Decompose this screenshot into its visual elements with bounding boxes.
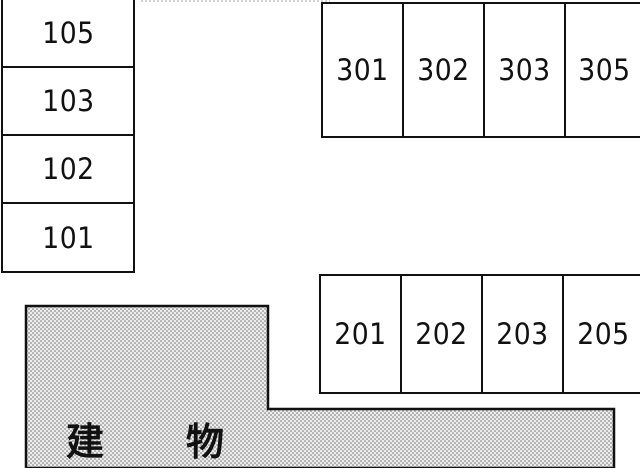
stall-number: 301	[336, 53, 389, 87]
parking-stall: 201	[321, 276, 402, 392]
parking-stall: 101	[3, 204, 133, 271]
lower-stall-row: 201 202 203 205	[319, 274, 640, 394]
parking-stall: 202	[402, 276, 483, 392]
parking-stall: 103	[3, 68, 133, 136]
building-label-char-2: 物	[186, 420, 225, 464]
top-boundary-dotted-line	[140, 0, 330, 2]
stall-number: 303	[498, 53, 551, 87]
stall-number: 201	[334, 317, 387, 351]
parking-stall: 305	[566, 4, 640, 136]
stall-number: 105	[41, 16, 95, 50]
parking-stall: 303	[485, 4, 566, 136]
parking-stall: 302	[404, 4, 485, 136]
upper-stall-row: 301 302 303 305	[321, 2, 640, 138]
parking-stall: 301	[323, 4, 404, 136]
stall-number: 203	[496, 317, 549, 351]
parking-stall: 203	[483, 276, 564, 392]
stall-number: 205	[576, 317, 630, 351]
stall-number: 202	[415, 317, 468, 351]
stall-number: 305	[577, 53, 631, 87]
building-outline	[24, 304, 616, 468]
parking-stall: 102	[3, 136, 133, 204]
building-label-char-1: 建	[66, 420, 105, 464]
stall-number: 101	[41, 220, 95, 255]
parking-stall: 105	[3, 0, 133, 68]
stall-number: 103	[41, 84, 95, 118]
left-stall-column: 105 103 102 101	[1, 0, 135, 273]
stall-number: 102	[41, 152, 95, 186]
stall-number: 302	[417, 53, 470, 87]
parking-stall: 205	[564, 276, 640, 392]
